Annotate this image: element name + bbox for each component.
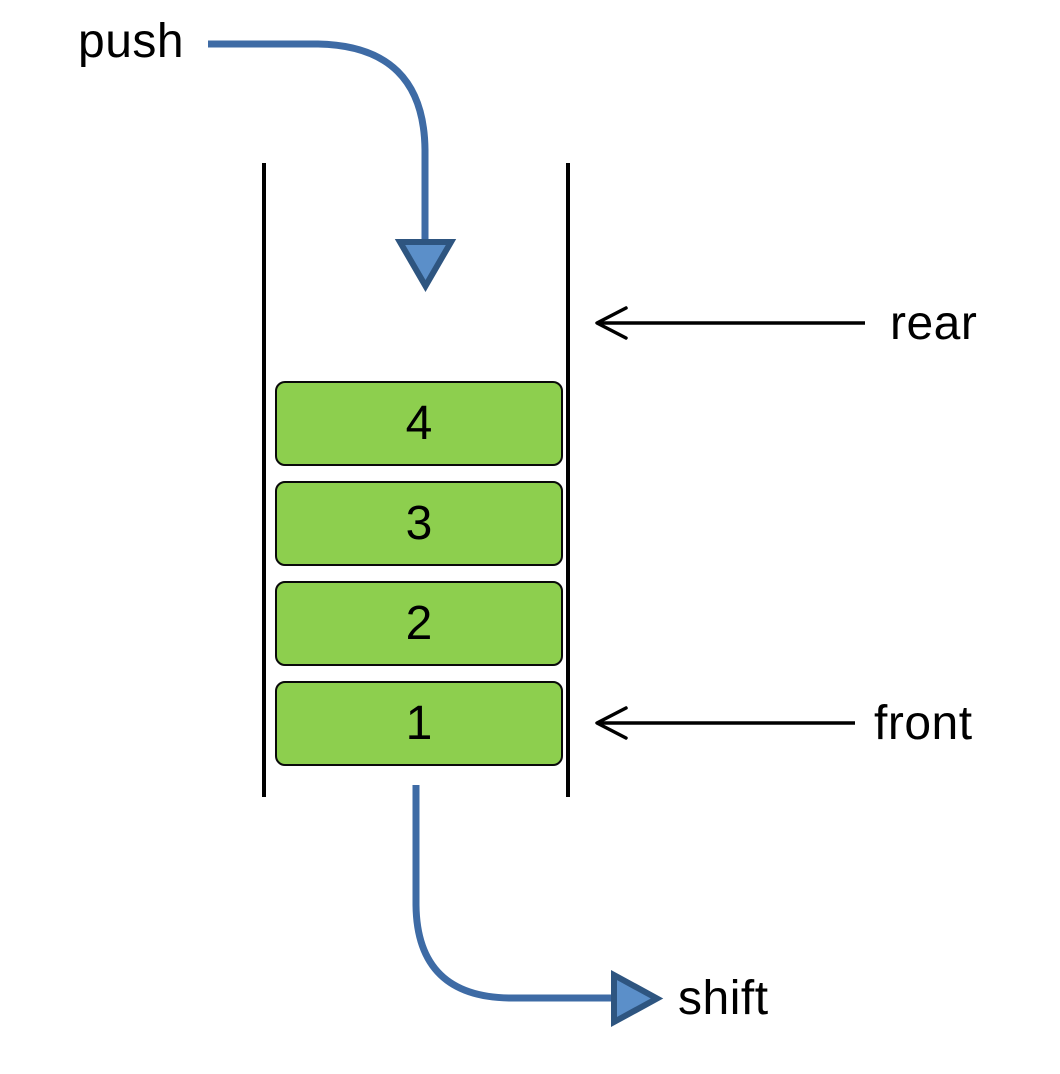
- push-arrow: [208, 40, 457, 292]
- queue-item-value: 1: [405, 696, 433, 750]
- queue-item[interactable]: 2: [275, 581, 563, 666]
- front-label: front: [874, 697, 973, 750]
- rear-label: rear: [890, 297, 978, 350]
- queue-right-wall: [566, 163, 570, 797]
- queue-item[interactable]: 3: [275, 481, 563, 566]
- push-arrowhead: [394, 239, 457, 292]
- rear-pointer-arrow: [595, 306, 865, 340]
- queue-item-value: 3: [405, 496, 433, 550]
- queue-item-value: 2: [405, 596, 433, 650]
- queue-item-value: 4: [405, 396, 433, 450]
- shift-arrow: [412, 785, 664, 1028]
- push-label: push: [78, 15, 185, 68]
- front-pointer-arrow: [595, 706, 855, 740]
- shift-arrowhead: [611, 969, 664, 1028]
- queue-item[interactable]: 4: [275, 381, 563, 466]
- shift-label: shift: [678, 972, 769, 1025]
- queue-item[interactable]: 1: [275, 681, 563, 766]
- queue-left-wall: [262, 163, 266, 797]
